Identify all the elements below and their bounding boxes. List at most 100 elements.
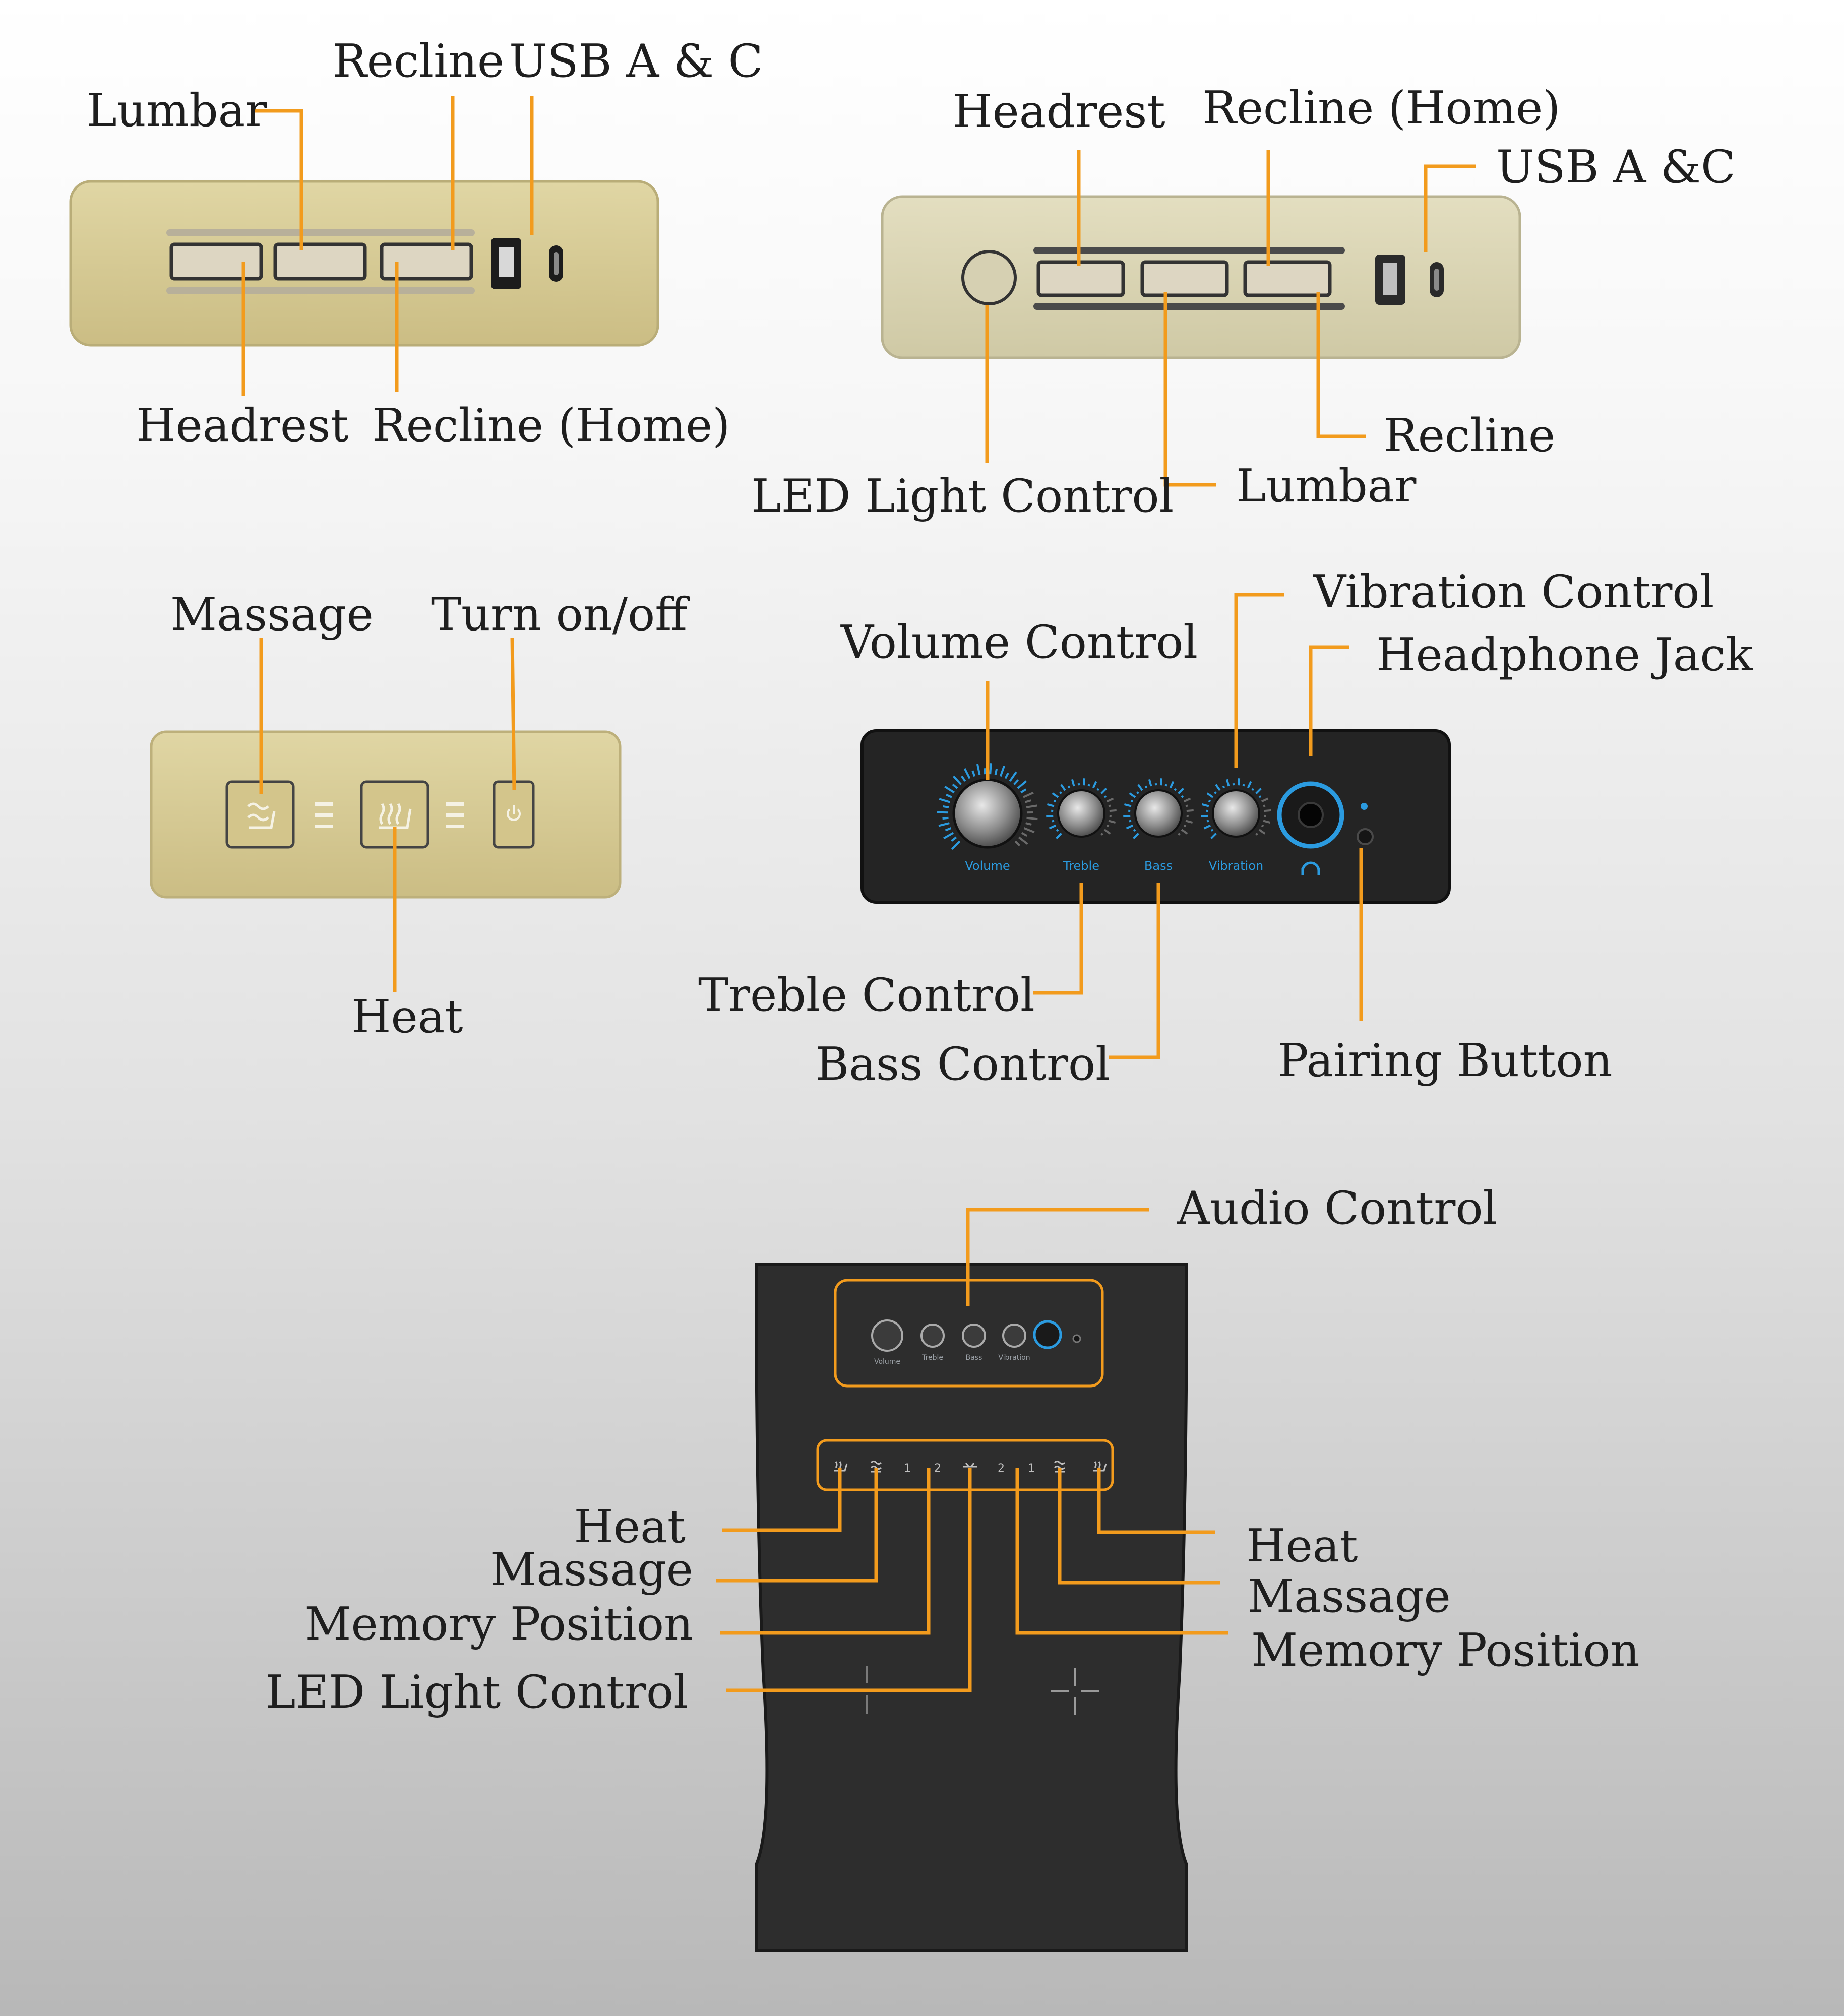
knob-tick — [1013, 779, 1019, 785]
knob-tick — [1210, 833, 1217, 839]
knob-tick — [1014, 840, 1021, 847]
label-led-light-control: LED Light Control — [751, 470, 1174, 523]
knob-tick — [1103, 829, 1111, 835]
knob-tick — [1060, 784, 1066, 791]
knob-tick — [1059, 791, 1062, 794]
knob-tick — [1023, 827, 1035, 834]
power-button[interactable] — [493, 780, 535, 849]
knob-tick — [1103, 795, 1107, 798]
label-headphone-jack: Headphone Jack — [1376, 628, 1754, 681]
heat-icon[interactable] — [1093, 1461, 1107, 1472]
label-heat: Heat — [351, 990, 463, 1043]
knob-tick — [1071, 779, 1075, 787]
knob-tick — [1053, 799, 1057, 803]
heat-level-3 — [446, 825, 464, 828]
leader-vibration — [1234, 593, 1284, 768]
knob-tick — [976, 764, 981, 775]
heat-level-2 — [446, 813, 464, 817]
button-strip-highlight — [816, 1439, 1114, 1491]
knob-tick — [961, 775, 966, 782]
knob-tick — [939, 798, 950, 803]
power-icon — [507, 805, 521, 821]
treble-knob[interactable] — [1057, 789, 1105, 838]
knob-tick — [1251, 788, 1255, 791]
leader-left-led — [726, 1468, 972, 1692]
heat-level-1 — [446, 802, 464, 806]
knob-tick — [1092, 781, 1097, 789]
knob-ticks — [937, 763, 1271, 850]
knob-tick — [1025, 799, 1031, 803]
knob-tick — [1108, 820, 1116, 824]
memory-position-button[interactable]: 2 — [998, 1462, 1005, 1475]
knob-tick — [994, 769, 998, 775]
knob-tick — [1136, 791, 1139, 794]
knob-tick — [1255, 833, 1258, 836]
label-turn-on-off: Turn on/off — [431, 588, 690, 641]
knob-tick — [1206, 792, 1214, 798]
mini-knob[interactable] — [920, 1324, 945, 1348]
headrest-button[interactable] — [169, 242, 263, 281]
mini-headphone-jack[interactable] — [1033, 1320, 1062, 1349]
knob-tick — [1020, 788, 1027, 794]
leader-recline-2 — [1316, 292, 1366, 438]
leader-right-memory — [1015, 1468, 1228, 1635]
volume-knob[interactable] — [952, 778, 1023, 849]
knob-tick — [1133, 833, 1139, 839]
lumbar-button[interactable] — [273, 242, 367, 281]
leader-left-massage — [716, 1468, 878, 1583]
knob-tick — [1056, 829, 1059, 832]
knob-tick — [945, 827, 952, 832]
label-treble-control: Treble Control — [698, 969, 1035, 1022]
knob-tick — [952, 783, 958, 789]
knob-tick — [953, 775, 962, 785]
headphone-jack[interactable] — [1298, 802, 1324, 828]
headphone-icon — [1301, 861, 1320, 875]
panel-1: Recline USB A & C Lumbar Headrest Reclin… — [69, 35, 763, 452]
heat-icon[interactable] — [834, 1461, 848, 1472]
knob-tick — [1174, 788, 1177, 791]
recline-button[interactable] — [380, 242, 473, 281]
usb-a-port-tongue — [1383, 263, 1397, 295]
leader-headphone — [1309, 645, 1349, 756]
headrest-button[interactable] — [1036, 260, 1125, 297]
knob-tick — [1106, 797, 1114, 803]
leader-power — [510, 637, 516, 791]
mini-knob[interactable] — [871, 1319, 903, 1352]
pairing-button[interactable] — [1357, 828, 1374, 845]
led-icon[interactable] — [963, 1463, 977, 1468]
memory-position-button[interactable]: 1 — [1028, 1462, 1035, 1475]
knob-tick — [944, 786, 955, 794]
memory-position-button[interactable]: 2 — [934, 1462, 941, 1475]
wireless-charger-right-icon — [1051, 1668, 1099, 1715]
mini-knob[interactable] — [1002, 1324, 1026, 1348]
knob-tick — [943, 832, 954, 840]
label-recline-home: Recline (Home) — [372, 399, 730, 452]
knob-tick — [1242, 784, 1245, 787]
knob-tick — [1214, 791, 1217, 794]
recline-button[interactable] — [1243, 260, 1332, 297]
leader-right-massage — [1058, 1468, 1220, 1585]
label-usb: USB A &C — [1496, 141, 1736, 194]
knob-tick — [946, 793, 952, 798]
label-left-massage: Massage — [490, 1543, 693, 1596]
label-headrest: Headrest — [953, 85, 1165, 138]
mini-knob[interactable] — [962, 1324, 986, 1348]
vibration-knob[interactable] — [1212, 789, 1260, 838]
knob-tick — [1210, 829, 1214, 832]
knob-tick — [951, 840, 961, 850]
label-left-led-light-control: LED Light Control — [266, 1666, 688, 1719]
memory-position-button[interactable]: 1 — [904, 1462, 911, 1475]
mini-pairing-button[interactable] — [1072, 1334, 1081, 1343]
knob-label-treble: Treble — [1063, 859, 1099, 873]
knob-tick — [999, 765, 1005, 777]
knob-label-bass: Bass — [1144, 859, 1173, 873]
led-light-button[interactable] — [961, 250, 1017, 305]
panel-1-rail-top — [166, 229, 475, 236]
knob-tick — [1026, 804, 1038, 808]
bass-knob[interactable] — [1134, 789, 1183, 838]
knob-tick — [1263, 804, 1266, 807]
lumbar-button[interactable] — [1140, 260, 1229, 297]
knob-tick — [1144, 785, 1148, 789]
knob-tick — [942, 805, 949, 808]
panel-2-rail-bottom — [1033, 303, 1345, 310]
